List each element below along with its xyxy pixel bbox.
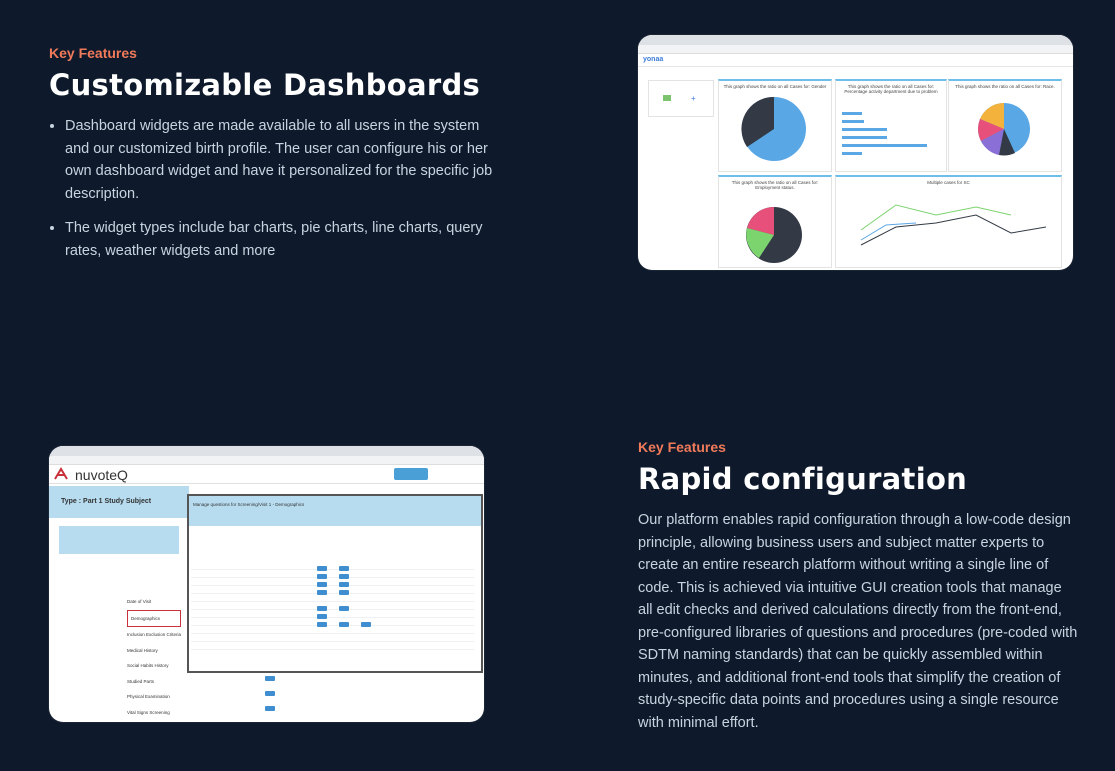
type-label: Type : Part 1 Study Subject [61,498,152,505]
section1-kicker: Key Features [49,45,137,61]
dashboard-panel-multiple: Multiple cases for SC [835,175,1062,268]
toggle-button [339,574,349,579]
section2-title: Rapid configuration [638,462,968,496]
nuvoteq-screenshot: nuvoteQ Type : Part 1 Study Subject Date… [49,446,484,722]
browser-tab-bar [638,35,1073,45]
dashboard-panel-employment: This graph shows the ratio on all Cases … [718,175,832,268]
modal-header: Manage questions for Screening/Visit 1 -… [189,496,481,526]
toggle-button [339,590,349,595]
dashboard-header: yonaa [638,54,1073,67]
toggle-button [265,691,275,696]
bar-chart [842,112,927,155]
nuvoteq-logo: nuvoteQ [75,467,128,483]
svg-text:+: + [691,94,696,103]
questions-table [191,562,475,657]
section1-title: Customizable Dashboards [49,68,481,102]
panel-title: This graph shows the ratio on all Cases … [844,84,938,94]
panel-title: This graph shows the ratio on all Cases … [731,180,819,190]
section2-kicker: Key Features [638,439,726,455]
list-item: Inclusion Exclusion Criteria [127,632,182,637]
list-item: Medical History [127,647,158,653]
nuvoteq-type-bar: Type : Part 1 Study Subject [49,486,189,518]
toggle-button [317,614,327,619]
dashboard-side-widget: + [648,80,714,117]
section2-paragraph: Our platform enables rapid configuration… [638,512,1078,731]
forms-list: Date of Visit Demographics Inclusion Exc… [127,594,182,720]
toggle-button [317,582,327,587]
panel-title: Multiple cases for SC [927,180,970,185]
browser-url-bar [49,456,484,465]
browser-url-bar [638,45,1073,54]
nuvoteq-active-tab [394,468,428,480]
dashboard-panel-race: This graph shows the ratio on all Cases … [948,79,1062,172]
toggle-button [317,606,327,611]
toggle-button [265,706,275,711]
toggle-button [339,622,349,627]
list-item: Date of Visit [127,599,152,604]
toggle-button [339,606,349,611]
manage-forms-box [59,526,179,554]
toggle-button [361,622,371,627]
modal-title: Manage questions for Screening/Visit 1 -… [193,502,305,507]
dashboard-screenshot: yonaa + This graph shows the ratio on al… [638,35,1073,270]
toggle-button [317,590,327,595]
toggle-button [317,574,327,579]
section1-bullet: The widget types include bar charts, pie… [65,217,495,262]
toggle-button [339,566,349,571]
panel-title: This graph shows the ratio on all Cases … [723,84,827,89]
list-item: Social Habits History [127,663,169,668]
toggle-button [339,582,349,587]
line-chart [860,204,1047,246]
browser-tab-bar [49,446,484,456]
nuvoteq-header: nuvoteQ [49,465,484,484]
section1-bullet: Dashboard widgets are made available to … [65,115,495,205]
pie-chart [741,96,806,161]
panel-title: This graph shows the ratio on all Cases … [955,84,1055,89]
list-item: Physical Examination [127,694,170,699]
manage-questions-modal: Manage questions for Screening/Visit 1 -… [187,494,483,673]
list-item: Vital Signs Screening [127,709,170,715]
toggle-button [265,676,275,681]
pie-chart [978,103,1030,156]
section1-bullet-list: Dashboard widgets are made available to … [49,115,495,274]
list-item: Studied Parts [127,678,155,684]
dashboard-panel-activity: This graph shows the ratio on all Cases … [835,79,947,172]
dashboard-logo: yonaa [643,56,664,63]
dashboard-panel-gender: This graph shows the ratio on all Cases … [718,79,832,172]
toggle-button [317,566,327,571]
toggle-button [317,622,327,627]
folder-icon: + [663,94,696,103]
nuvoteq-logo-icon [54,467,68,480]
pie-chart [746,207,802,263]
list-item: Demographics [127,609,182,627]
